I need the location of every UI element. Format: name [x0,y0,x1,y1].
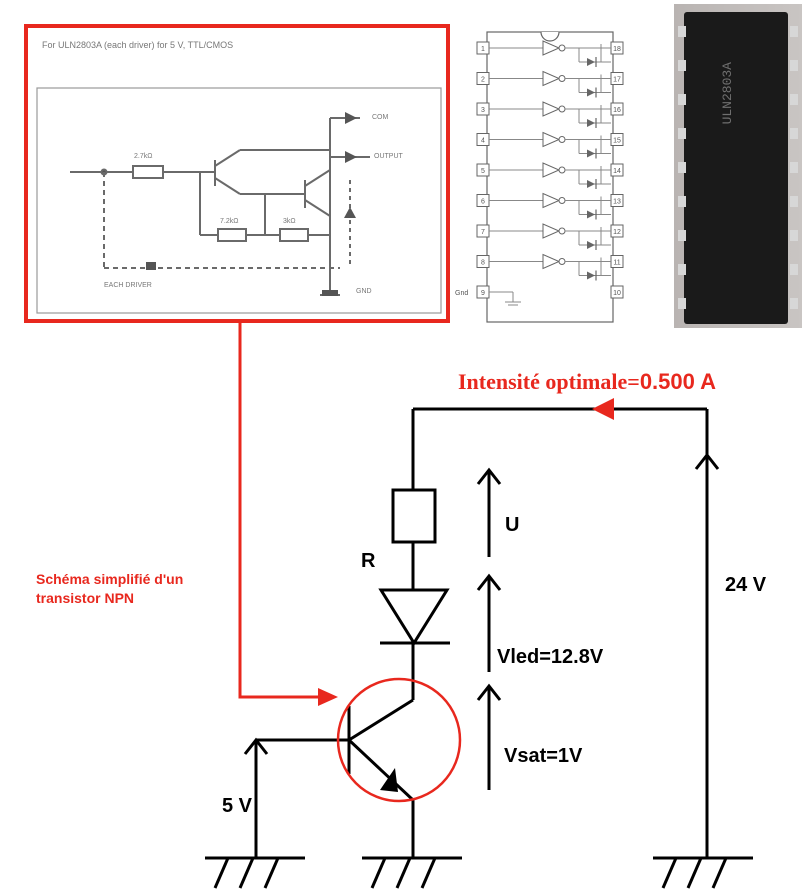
chip-pin [790,298,798,309]
chip-pin [678,264,686,275]
chip-body: ULN2803A [684,12,788,324]
label-5v: 5 V [222,795,253,817]
label-24v: 24 V [725,574,767,596]
buffer-symbol [542,131,561,148]
chip-pin [678,128,686,139]
pin-number-right: 17 [613,77,621,84]
buffer-symbol [542,70,561,87]
chip-pin [678,26,686,37]
chip-pin [790,162,798,173]
inset-resistor-1-label: 2.7kΩ [134,153,153,160]
ground-right [653,856,753,889]
inset-output-label: OUTPUT [374,153,403,160]
diode-symbol [587,271,595,280]
label-u: U [505,514,520,536]
buffer-symbol [542,192,561,209]
pin-number-right: 16 [613,107,621,114]
chip-pin [790,94,798,105]
label-r: R [361,550,376,572]
transistor-highlight [336,677,462,803]
chip-pin [790,196,798,207]
pin-number-right: 11 [613,260,620,267]
chip-pin [678,230,686,241]
pinout-diagram: 1 18 2 17 3 16 4 15 5 14 6 13 7 12 8 11 9 10 Gnd [455,31,624,323]
pin-number-left: 7 [481,229,485,236]
pin-number-right: 18 [613,46,621,53]
pin-number-left: 3 [481,107,485,114]
diode-symbol [587,119,595,127]
chip-pin [790,60,798,71]
pin-number-left: 6 [481,199,485,206]
chip-photo: ULN2803A [674,4,802,328]
pin-number-left: 1 [481,46,485,53]
pin-number-right: 12 [613,229,621,236]
ground-middle [362,856,462,889]
arrow-u [476,467,502,557]
pin-number-left: 2 [481,77,485,84]
pin-box-right [610,285,624,299]
pin-number-right: 13 [613,199,621,206]
inset-resistor-2-label: 7.2kΩ [220,218,239,225]
diode-symbol [587,58,595,66]
inset-each-driver-label: EACH DRIVER [104,282,152,289]
buffer-symbol [542,253,561,270]
chip-pin [678,196,686,207]
arrow-24v [694,452,720,858]
emitter-arrow [380,768,398,792]
gnd-label: Gnd [455,290,468,297]
pin-number-right: 14 [613,168,621,175]
pin-number-left: 4 [481,138,485,145]
diode-symbol [587,241,595,249]
pin-number-left: 8 [481,260,485,267]
emitter-lead [347,738,415,802]
inset-resistor-3 [279,228,309,242]
collector-lead [348,698,414,742]
buffer-symbol [542,101,561,117]
chip-pin [678,162,686,173]
inset-resistor-2 [217,228,247,242]
chip-pin [678,298,686,309]
arrow-5v [243,737,269,755]
diode-symbol [587,88,595,97]
callout-line [238,321,320,699]
current-arrow [592,398,614,420]
inset-ground-label: GND [356,288,372,295]
intensity-title: Intensité optimale=0.500 A [458,369,717,394]
diode-symbol [587,210,595,219]
callout-arrow [318,688,338,706]
inset-caption: For ULN2803A (each driver) for 5 V, TTL/… [42,40,234,50]
pin-number-left: 5 [481,168,485,175]
ground-left [205,856,305,889]
buffer-symbol [542,223,561,239]
pin-number-right: 10 [613,290,621,297]
inset-resistor-3-label: 3kΩ [283,218,296,225]
chip-pin [678,60,686,71]
arrow-vsat [476,683,502,790]
label-vled: Vled=12.8V [497,646,604,668]
diode-symbol [587,180,595,188]
diode-triangle [378,588,450,646]
chip-pin [790,230,798,241]
arrow-vled [476,573,502,672]
chip-pin [790,26,798,37]
pin-number-left: 9 [481,290,485,297]
resistor-r [391,488,437,544]
buffer-symbol [542,40,561,56]
buffer-symbol [542,162,561,178]
label-vsat: Vsat=1V [504,745,583,767]
chip-pin [678,94,686,105]
pin-number-right: 15 [613,138,621,145]
inset-com-label: COM [372,114,389,121]
npn-note: Schéma simplifié d'un transistor NPN [36,571,184,606]
chip-pin [790,264,798,275]
diode-symbol [587,149,595,158]
chip-pin [790,128,798,139]
